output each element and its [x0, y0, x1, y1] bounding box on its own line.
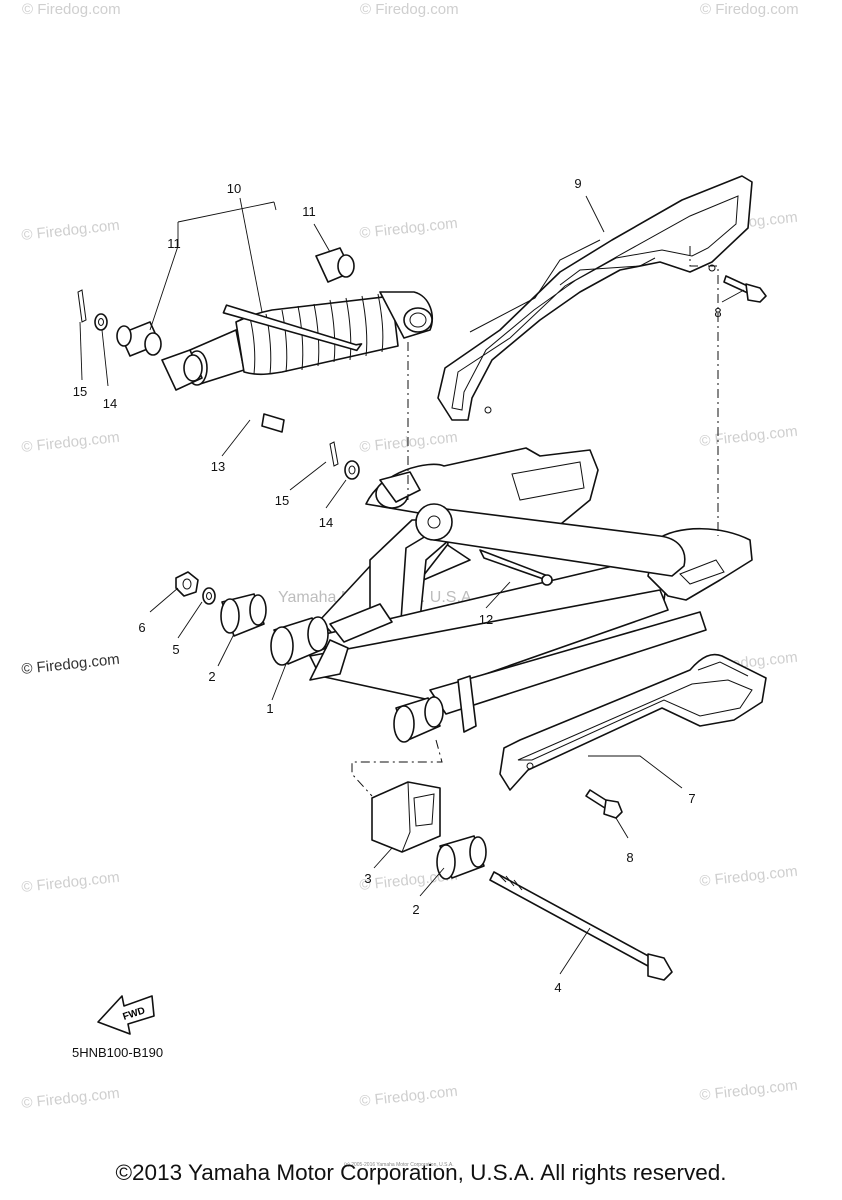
watermark: © Firedog.com [699, 1077, 799, 1104]
part-8-bolt-upper [723, 275, 767, 303]
callout-15: 15 [275, 493, 289, 508]
callout-8: 8 [626, 850, 633, 865]
watermark: © Firedog.com [21, 869, 121, 896]
alignment-lines [351, 246, 719, 797]
part-4-pivot-shaft [489, 871, 673, 981]
part-2-bushing-upper [220, 593, 267, 637]
watermark: © Firedog.com [699, 863, 799, 890]
callout-11: 11 [302, 204, 316, 219]
tiny-note: (c) 2005-2016 Yamaha Motor Corporation, … [344, 1162, 454, 1168]
callout-10: 10 [227, 181, 241, 196]
callout-1: 1 [266, 701, 273, 716]
part-14-washer-upper [94, 313, 108, 331]
watermark: © Firedog.com [21, 651, 121, 678]
part-6-nut [175, 571, 199, 597]
fwd-arrow-icon: FWD [97, 995, 155, 1035]
part-11-bushing-left [116, 321, 162, 357]
watermark: © Firedog.com [21, 217, 121, 244]
watermark: © Firedog.com [700, 1, 799, 18]
part-9-chain-guard [437, 175, 753, 421]
callout-2: 2 [412, 902, 419, 917]
part-8-bolt-lower [585, 789, 623, 819]
callout-9: 9 [574, 176, 581, 191]
callout-12: 12 [479, 612, 493, 627]
callout-labels: 10 11 11 9 8 15 14 13 15 14 6 5 2 1 12 7… [73, 176, 722, 995]
part-7-chain-slider [499, 653, 767, 791]
callout-6: 6 [138, 620, 145, 635]
callout-2: 2 [208, 669, 215, 684]
watermark: © Firedog.com [699, 423, 799, 450]
drawing-code: 5HNB100-B190 [72, 1045, 164, 1060]
watermark: © Firedog.com [359, 429, 459, 456]
watermark: © Firedog.com [21, 429, 121, 456]
watermark: © Firedog.com [22, 1, 121, 18]
watermark: © Firedog.com [21, 1085, 121, 1112]
watermark: © Firedog.com [360, 1, 459, 18]
part-1-bushing-lower [393, 696, 444, 743]
part-11-bushing-right [315, 247, 355, 283]
callout-14: 14 [103, 396, 117, 411]
part-5-washer [202, 587, 216, 605]
callout-7: 7 [688, 791, 695, 806]
part-shock-lower-bushing [161, 349, 203, 391]
callout-5: 5 [172, 642, 179, 657]
part-1-bushing [270, 616, 329, 666]
callout-11: 11 [167, 236, 181, 251]
watermark: © Firedog.com [359, 215, 459, 242]
part-14-washer-lower [344, 460, 360, 480]
part-15-cotter-pin-upper [77, 289, 87, 323]
callout-4: 4 [554, 980, 561, 995]
callout-14: 14 [319, 515, 333, 530]
part-15-cotter-pin-lower [329, 441, 339, 467]
part-3-block [371, 781, 441, 853]
callout-3: 3 [364, 871, 371, 886]
copyright-footer: ©2013 Yamaha Motor Corporation, U.S.A. A… [115, 1160, 727, 1185]
leader-lines [79, 195, 745, 975]
part-13-bolt [222, 304, 363, 433]
callout-8: 8 [714, 305, 721, 320]
part-2-bushing-lower [436, 835, 487, 880]
callout-15: 15 [73, 384, 87, 399]
part-swingarm [299, 447, 753, 733]
part-10-rear-shock [186, 291, 434, 386]
watermark: © Firedog.com [359, 1083, 459, 1110]
callout-13: 13 [211, 459, 225, 474]
